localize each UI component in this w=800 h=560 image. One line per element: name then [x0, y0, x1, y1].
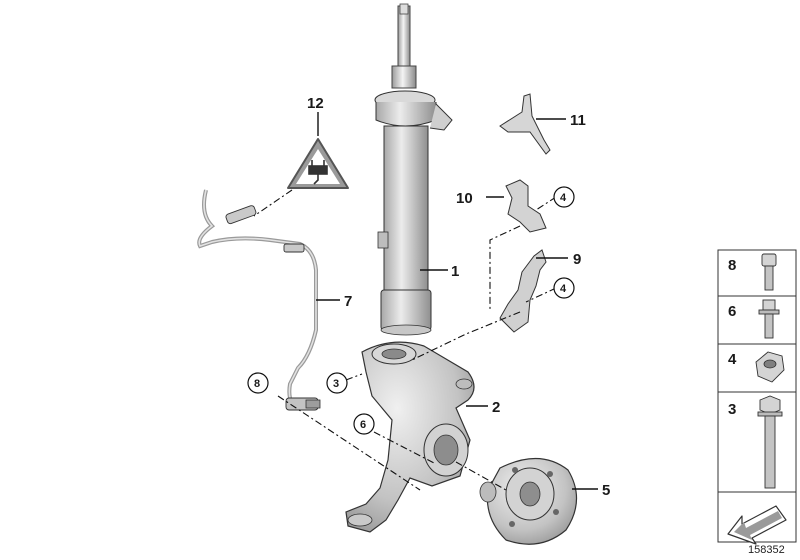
front-direction-arrow-icon [727, 505, 787, 545]
callout-9: 9 [573, 251, 581, 268]
leader-lines [316, 112, 598, 490]
plug-icon [308, 160, 328, 185]
bracket-part-11 [499, 93, 551, 155]
cap-screw-icon [761, 253, 777, 291]
circled-callout-4-upper: 4 [560, 192, 567, 204]
circled-callouts: 3 4 4 6 8 [247, 186, 575, 435]
flange-bolt-icon [758, 299, 780, 339]
callout-12: 12 [307, 95, 324, 112]
callout-2: 2 [492, 399, 500, 416]
assembly-lines [253, 189, 557, 491]
callout-10: 10 [456, 190, 473, 207]
circled-callout-6: 6 [360, 419, 366, 431]
hex-nut-icon [755, 351, 785, 383]
callout-5: 5 [602, 482, 610, 499]
shock-absorber-strut [374, 3, 453, 336]
panel-label-3: 3 [728, 401, 736, 418]
circled-callout-8: 8 [254, 378, 260, 390]
long-bolt-icon [757, 395, 783, 489]
circled-callout-4-lower: 4 [560, 283, 567, 295]
diagram-id: 158352 [748, 544, 785, 556]
bracket-part-9 [499, 249, 547, 333]
wheel-hub-bearing [479, 457, 578, 545]
callout-1: 1 [451, 263, 459, 280]
circled-callout-3: 3 [333, 378, 339, 390]
steering-knuckle [345, 341, 475, 533]
panel-label-8: 8 [728, 257, 736, 274]
warning-triangle-icon [287, 138, 349, 189]
callout-labels: 1 2 5 7 9 10 11 12 [307, 95, 610, 499]
fasteners-panel: 8 6 4 3 [717, 249, 797, 545]
callout-7: 7 [344, 293, 352, 310]
bracket-part-10 [505, 179, 547, 233]
panel-label-6: 6 [728, 303, 736, 320]
panel-label-4: 4 [728, 351, 737, 368]
callout-11: 11 [570, 112, 586, 129]
